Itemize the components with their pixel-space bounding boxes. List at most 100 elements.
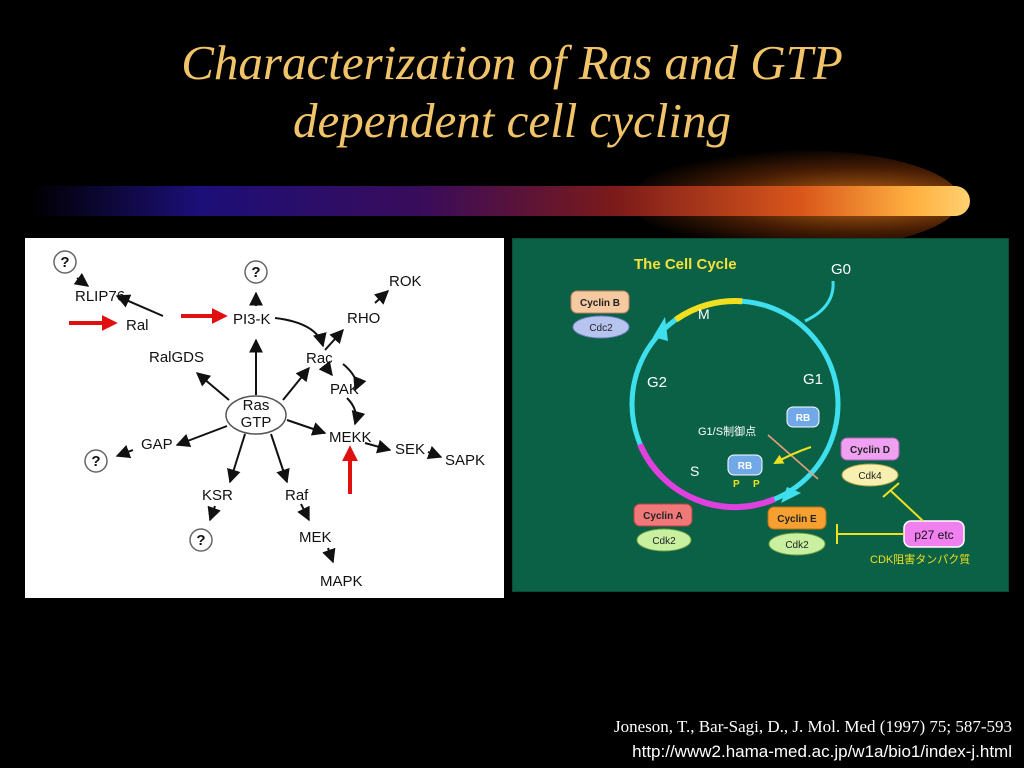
cell-cycle-title: The Cell Cycle (634, 256, 737, 273)
inhibit-line-cyclin-d (890, 490, 924, 522)
node-gap: GAP (141, 436, 173, 453)
rb-protein (786, 406, 820, 428)
slide-title-line2: dependent cell cycling (292, 93, 732, 148)
ras-effector-arrows (73, 272, 443, 564)
ras-gtp-node (225, 395, 287, 435)
node-mekk: MEKK (329, 429, 372, 446)
node-rho: RHO (347, 310, 380, 327)
node-mapk: MAPK (320, 573, 363, 590)
arrow-ras-raf (270, 433, 290, 484)
arrow-ksr-q (207, 505, 221, 522)
arrow-ras-mekk (286, 419, 327, 436)
citation: Joneson, T., Bar-Sagi, D., J. Mol. Med (… (614, 714, 1012, 764)
rb-phospho-label: RB (738, 461, 752, 472)
cell-cycle-diagram: The Cell Cycle G0 G1 G2 M S G1/S制御点 RB R… (512, 238, 1009, 592)
cyclin-d-label: Cyclin D (850, 445, 890, 456)
pathway-svg: Ras GTP RLIP76 Ral RalGDS PI3-K Rac PAK … (53, 250, 485, 590)
cyclin-b-label: Cyclin B (580, 298, 620, 309)
arrow-ras-rac (282, 366, 310, 401)
phase-g1: G1 (803, 371, 823, 388)
cdc2-label: Cdc2 (589, 323, 613, 334)
cdk2-e-oval (768, 532, 826, 556)
unknown-mark-gap: ? (91, 453, 100, 470)
cdk2-a-oval (636, 528, 692, 552)
arrow-rho-rok (373, 290, 390, 305)
cycle-arrowhead-g1 (781, 487, 801, 503)
cyclin-b-box (570, 290, 630, 314)
arrow-gap-q (115, 445, 134, 459)
phospho-mark-1: P (733, 479, 740, 490)
unknown-circle-rlip76 (53, 250, 77, 274)
unknown-markers: ? ? ? ? (53, 250, 268, 552)
cdk4-label: Cdk4 (858, 471, 882, 482)
arrow-mekk-sek (364, 439, 392, 454)
unknown-circle-gap (84, 449, 108, 473)
inhibit-bar-cyclin-d (882, 482, 900, 498)
ras-pathway-diagram: Ras GTP RLIP76 Ral RalGDS PI3-K Rac PAK … (25, 238, 504, 598)
arrow-rac-pak (318, 360, 333, 377)
node-mek: MEK (299, 529, 332, 546)
node-sek: SEK (395, 441, 425, 458)
node-rok: ROK (389, 273, 422, 290)
unknown-mark-pi3k: ? (251, 264, 260, 281)
arrow-q-rlip76 (73, 272, 90, 287)
phase-m: M (698, 306, 710, 322)
slide-title-line1: Characterization of Ras and GTP (181, 35, 843, 90)
arrow-sek-sapk (426, 445, 443, 460)
g1s-checkpoint-label: G1/S制御点 (698, 424, 756, 438)
arrow-ral-rlip76 (115, 294, 164, 317)
unknown-circle-ksr (189, 528, 213, 552)
rb-phospho-protein (727, 454, 763, 476)
node-pi3k: PI3-K (233, 311, 271, 328)
arrow-ras-ralgds (195, 372, 230, 401)
node-ksr: KSR (202, 487, 233, 504)
citation-url[interactable]: http://www2.hama-med.ac.jp/w1a/bio1/inde… (632, 742, 1012, 761)
highlight-arrows (69, 308, 358, 494)
arrow-rac-pak-side (342, 363, 367, 392)
phase-s: S (690, 463, 699, 479)
cyclin-a-box (633, 503, 693, 527)
node-sapk: SAPK (445, 452, 485, 469)
checkpoint-pointer (767, 434, 819, 480)
cycle-arrowhead-m (653, 317, 668, 341)
phospho-mark-2: P (753, 479, 760, 490)
phase-g0: G0 (831, 261, 851, 278)
cdc2-oval (572, 315, 630, 339)
arrow-mek-mapk (322, 547, 336, 564)
ras-label: Ras (243, 397, 270, 414)
cyclin-d-box (840, 437, 900, 461)
p27-label: p27 etc (914, 528, 953, 542)
cell-cycle-svg: The Cell Cycle G0 G1 G2 M S G1/S制御点 RB R… (570, 256, 970, 566)
inhibition-lines (836, 482, 924, 544)
node-ralgds: RalGDS (149, 349, 204, 366)
title-underline-bar (30, 186, 970, 216)
node-raf: Raf (285, 487, 309, 504)
phase-g2: G2 (647, 374, 667, 391)
arrow-ras-ksr (227, 433, 246, 484)
citation-reference: Joneson, T., Bar-Sagi, D., J. Mol. Med (… (613, 717, 1012, 736)
unknown-mark-ksr: ? (196, 532, 205, 549)
node-pak: PAK (330, 381, 359, 398)
arrow-pi3k-rac (274, 317, 327, 348)
cyclin-e-box (767, 506, 827, 530)
arrow-rac-rho (324, 328, 344, 351)
unknown-circle-pi3k (244, 260, 268, 284)
cdk4-oval (841, 463, 899, 487)
s-phase-arc (637, 443, 776, 511)
arrow-pak-mekk (346, 397, 366, 426)
arrow-ras-gap (175, 425, 228, 448)
m-phase-arc (674, 298, 743, 323)
gtp-label: GTP (241, 414, 272, 431)
node-rac: Rac (306, 350, 333, 367)
unknown-mark-rlip76: ? (60, 254, 69, 271)
rb-phosphorylation-arrow (773, 446, 812, 464)
cyclin-e-label: Cyclin E (777, 514, 817, 525)
g0-exit-arrow (804, 280, 835, 323)
arrow-raf-mek (297, 503, 310, 522)
cdk-inhibitor-note: CDK阻害タンパク質 (870, 552, 970, 566)
cyclin-a-label: Cyclin A (643, 511, 683, 522)
node-ral: Ral (126, 317, 149, 334)
node-rlip76: RLIP76 (75, 288, 125, 305)
cdk2-e-label: Cdk2 (785, 540, 809, 551)
slide-title: Characterization of Ras and GTP dependen… (0, 34, 1024, 150)
